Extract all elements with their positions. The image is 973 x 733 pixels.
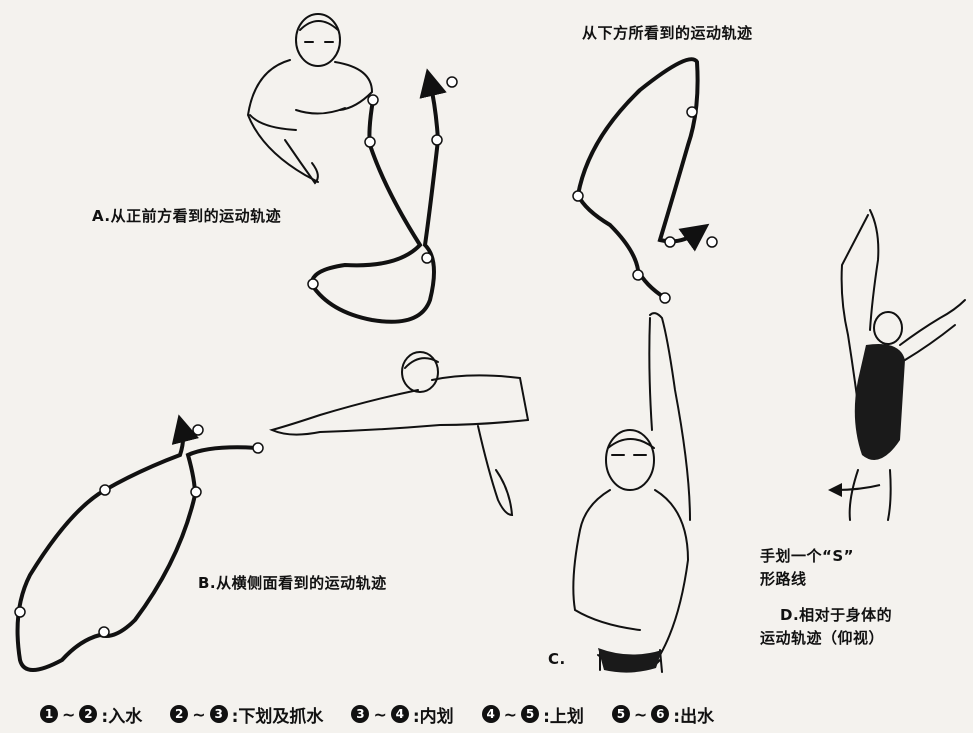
caption-d-line1: D.相对于身体的 [780, 604, 892, 625]
legend-text: :内划 [413, 702, 454, 727]
legend-item-catch: 2~3 :下划及抓水 [170, 702, 323, 727]
legend-number: 5 [612, 705, 630, 723]
legend-number: 4 [391, 705, 409, 723]
legend-number: 3 [210, 705, 228, 723]
caption-s-path-line2: 形路线 [760, 568, 807, 589]
trajectory-front-view [308, 77, 457, 322]
legend-number: 1 [40, 705, 58, 723]
trajectory-bottom-view [573, 59, 717, 303]
legend-item-exit: 5~6 :出水 [612, 702, 714, 727]
caption-s-path-line1: 手划一个“S” [760, 545, 854, 566]
caption-c-label: C. [548, 650, 566, 668]
swim-brief [598, 648, 662, 673]
legend-text: :上划 [543, 702, 584, 727]
trajectory-side-view [15, 425, 263, 670]
swimmer-front-view-figure [248, 14, 372, 183]
legend-number: 2 [79, 705, 97, 723]
caption-d-line2: 运动轨迹（仰视） [760, 627, 884, 648]
legend-text: :下划及抓水 [232, 702, 324, 727]
legend-number: 3 [351, 705, 369, 723]
legend-number: 5 [521, 705, 539, 723]
s-path-arrow [835, 485, 880, 490]
caption-bottom-view: 从下方所看到的运动轨迹 [582, 22, 753, 43]
caption-side-view: B.从横侧面看到的运动轨迹 [198, 572, 387, 593]
legend-number: 6 [651, 705, 669, 723]
legend-text: :出水 [673, 702, 714, 727]
legend-item-entry: 1~2 :入水 [40, 702, 142, 727]
legend-text: :入水 [101, 702, 142, 727]
swimmer-side-view-figure [272, 352, 528, 515]
swimmer-standing-figure [573, 313, 690, 672]
legend-number: 2 [170, 705, 188, 723]
caption-front-view: A.从正前方看到的运动轨迹 [92, 205, 281, 226]
legend-number: 4 [482, 705, 500, 723]
swimsuit [855, 344, 905, 460]
legend-item-upsweep: 4~5 :上划 [482, 702, 584, 727]
legend-item-insweep: 3~4 :内划 [351, 702, 453, 727]
stroke-phase-legend: 1~2 :入水 2~3 :下划及抓水 3~4 :内划 4~5 :上划 5~6 :… [40, 700, 940, 728]
